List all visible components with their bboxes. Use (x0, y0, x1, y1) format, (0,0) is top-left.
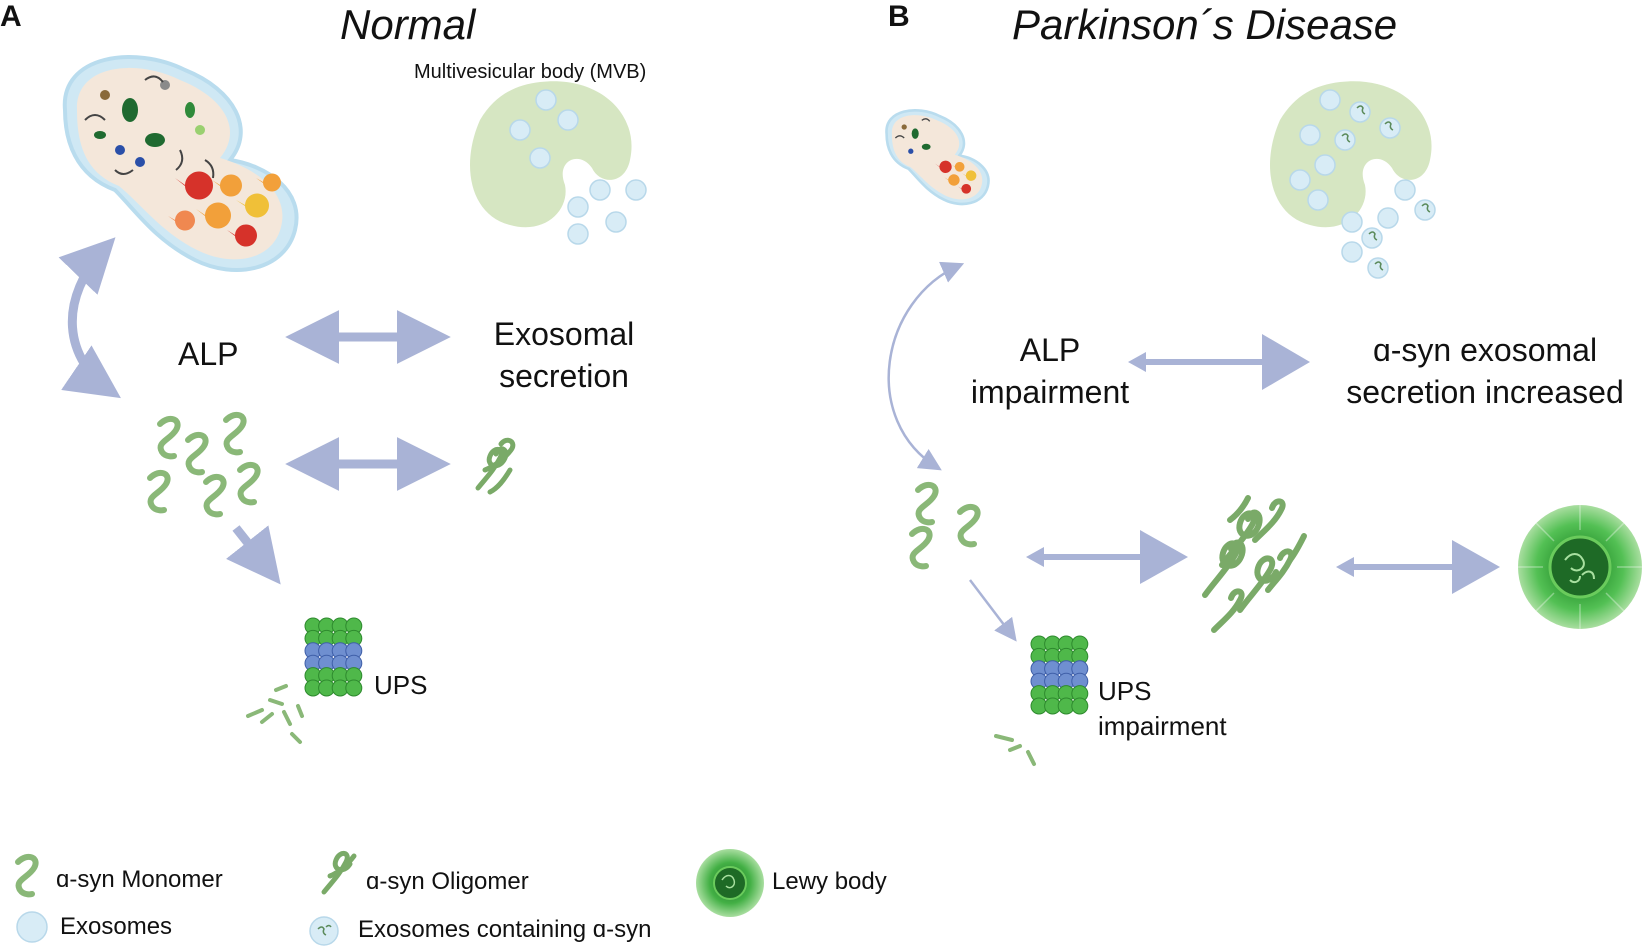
panel-b-title: Parkinson´s Disease (1012, 1, 1398, 48)
proteasome-subunit (1071, 697, 1089, 715)
oligomer-normal (475, 437, 516, 495)
lewy-body (1518, 505, 1642, 629)
arrow-lysosome-monomer (58, 237, 121, 399)
arrow-lysosome-monomer-impaired (887, 261, 965, 471)
legend-exosome-asyn-icon (309, 916, 339, 946)
lysosome-large (62, 55, 299, 272)
monomers-normal (147, 411, 261, 518)
proteasome-normal (304, 617, 363, 697)
mvb-parkinsons (1270, 81, 1436, 279)
panel-a-letter: A (0, 0, 22, 33)
ups-impairment-label: UPS impairment (1098, 674, 1227, 744)
panel-a-title: Normal (340, 1, 476, 48)
exosomal-line-1: Exosomal (493, 316, 635, 352)
asyn-exosomal-label: ɑ-syn exosomal secretion increased (1330, 330, 1640, 413)
peptide-fragments-normal (246, 684, 304, 744)
arrow-monomer-ups (226, 525, 281, 585)
exosomal-line-2: secretion (499, 357, 629, 394)
alp-impairment-line-1: ALP (1019, 332, 1081, 368)
legend-exosome-icon (16, 911, 48, 943)
alp-label: ALP (178, 336, 239, 372)
ups-impairment-line-2: impairment (1098, 711, 1227, 742)
aggregate-parkinsons (1202, 495, 1307, 633)
arrow-monomer-ups-impaired (969, 579, 1017, 642)
legend-lewy-icon (696, 849, 764, 917)
peptide-fragments-parkinsons (994, 734, 1036, 766)
arrow-alp-exosomal-increased (1128, 334, 1310, 390)
monomers-parkinsons (909, 481, 981, 570)
asyn-exosomal-line-2: secretion increased (1346, 373, 1624, 410)
exosomal-secretion-label: Exosomal secretion (484, 314, 644, 397)
ups-label: UPS (374, 670, 428, 700)
mvb-label: Multivesicular body (MVB) (414, 61, 647, 83)
legend-oligomer-label: ɑ-syn Oligomer (366, 868, 529, 895)
proteasome-subunit (345, 679, 363, 697)
ups-impairment-line-1: UPS (1098, 676, 1152, 706)
lysosome-small (885, 109, 990, 206)
arrow-aggregate-lewy (1336, 540, 1500, 594)
legend-monomer-label: ɑ-syn Monomer (56, 866, 223, 893)
arrow-monomer-aggregate (1026, 530, 1188, 584)
alp-impairment-line-2: impairment (970, 373, 1130, 410)
legend-monomer-icon (15, 853, 39, 898)
legend-oligomer-icon (321, 851, 357, 895)
legend-lewy-label: Lewy body (772, 868, 887, 895)
asyn-exosomal-line-1: ɑ-syn exosomal (1372, 332, 1598, 368)
alp-impairment-label: ALP impairment (960, 330, 1140, 413)
mvb-normal (470, 81, 647, 245)
panel-b-letter: B (888, 0, 910, 33)
legend-exosomes-label: Exosomes (60, 913, 173, 940)
proteasome-parkinsons (1030, 635, 1089, 715)
legend-exosomes-asyn-label: Exosomes containing ɑ-syn (358, 916, 652, 943)
